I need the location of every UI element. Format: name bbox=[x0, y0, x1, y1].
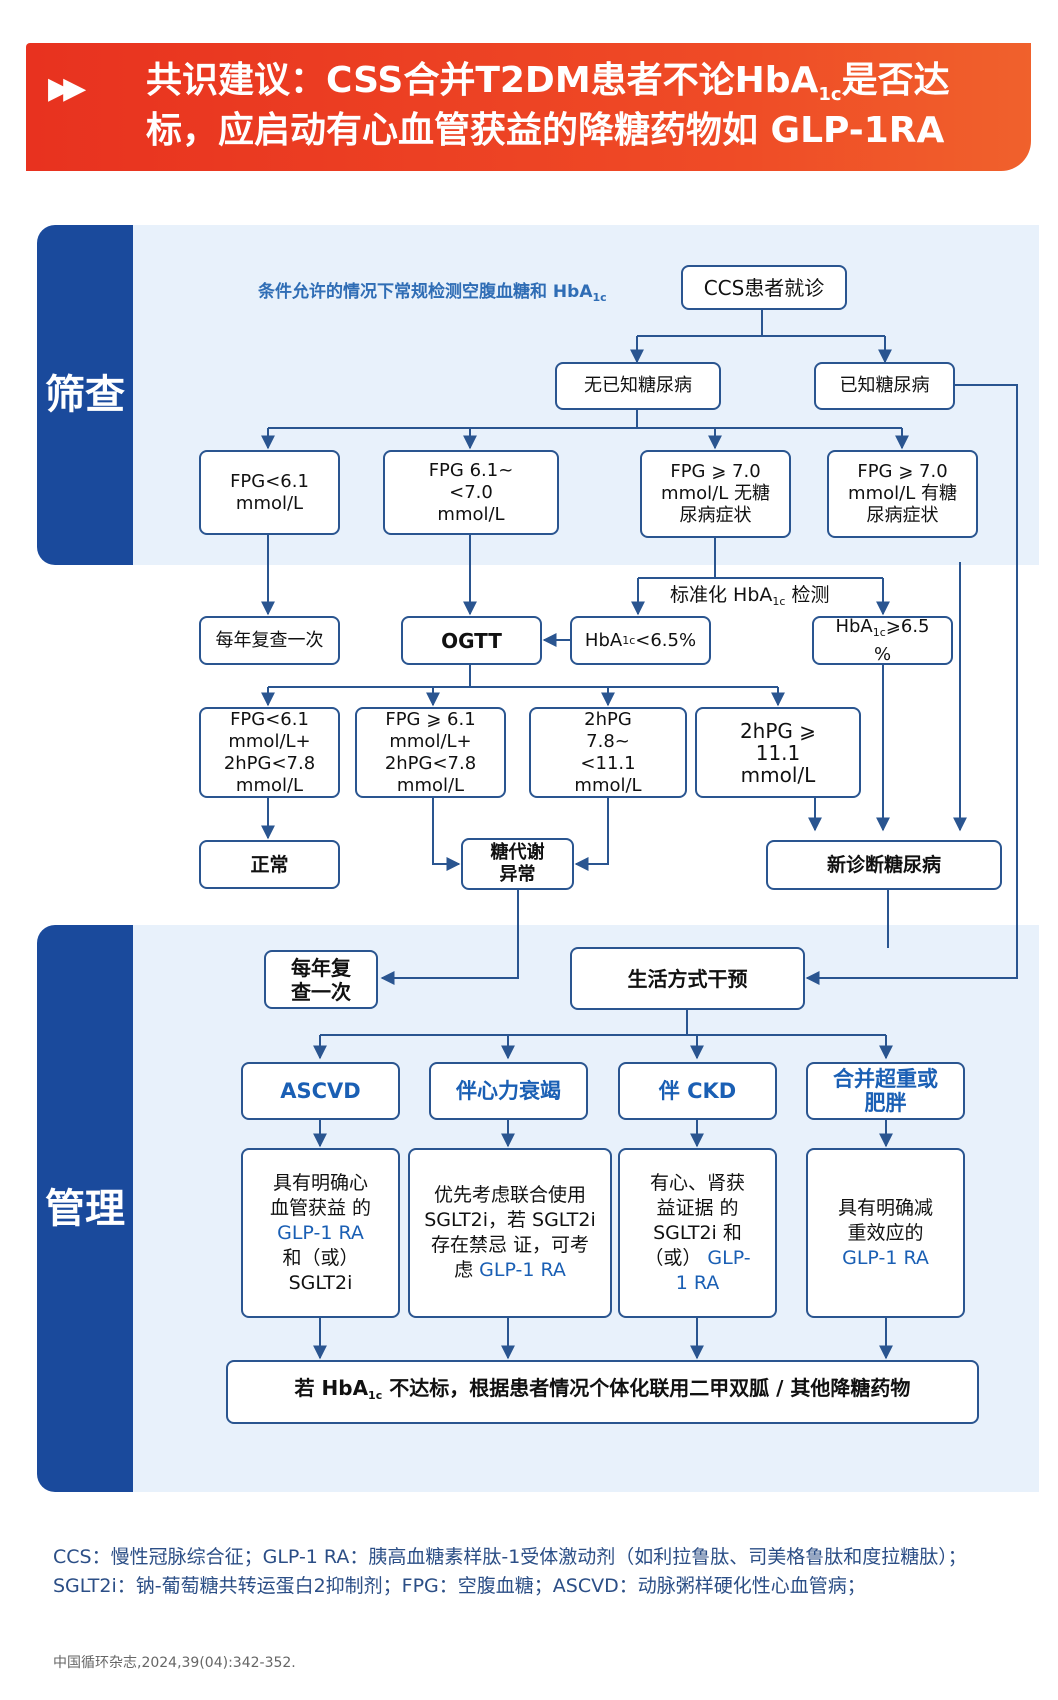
box-metabolic-abnormal: 糖代谢 异常 bbox=[461, 838, 574, 890]
box-hba1c-ge-6-5: HbA1c⩾6.5 % bbox=[812, 616, 953, 665]
box-ogtt-igt: 2hPG 7.8~<11.1 mmol/L bbox=[529, 707, 687, 798]
box-known-dm: 已知糖尿病 bbox=[814, 362, 955, 410]
box-cat-heart-failure: 伴心力衰竭 bbox=[429, 1062, 588, 1120]
box-annual-recheck-management: 每年复 查一次 bbox=[264, 950, 378, 1009]
box-lifestyle: 生活方式干预 bbox=[570, 947, 805, 1010]
header-title-line1: 共识建议：CSS合并T2DM患者不论HbA1c是否达 bbox=[146, 60, 950, 105]
box-fpg-ge-7-symptoms: FPG ⩾ 7.0 mmol/L 有糖尿病症状 bbox=[827, 450, 978, 538]
box-cat-obesity: 合并超重或 肥胖 bbox=[806, 1062, 965, 1120]
box-ogtt-ifg: FPG ⩾ 6.1 mmol/L+ 2hPG<7.8 mmol/L bbox=[355, 707, 506, 798]
box-annual-recheck-screening: 每年复查一次 bbox=[199, 616, 340, 665]
box-normal: 正常 bbox=[199, 840, 340, 889]
box-ogtt-dm: 2hPG ⩾ 11.1 mmol/L bbox=[695, 707, 861, 798]
box-ccs-visit: CCS患者就诊 bbox=[681, 265, 847, 310]
footnote-abbreviations: CCS：慢性冠脉综合征；GLP-1 RA：胰高血糖素样肽-1受体激动剂（如利拉鲁… bbox=[53, 1546, 967, 1597]
section-screening: 筛查 bbox=[37, 225, 133, 565]
box-cat-ckd: 伴 CKD bbox=[618, 1062, 777, 1120]
box-fpg-ge-7-no-symptoms: FPG ⩾ 7.0 mmol/L 无糖尿病症状 bbox=[640, 450, 791, 538]
section-management: 管理 bbox=[37, 925, 133, 1492]
box-ogtt: OGTT bbox=[401, 616, 542, 665]
std-hba1c-label: 标准化 HbA1c 检测 bbox=[670, 584, 830, 608]
box-fpg-lt-6-1: FPG<6.1 mmol/L bbox=[199, 450, 340, 535]
box-rec-ascvd: 具有明确心 血管获益 的 GLP-1 RA 和（或） SGLT2i bbox=[241, 1148, 400, 1318]
box-cat-ascvd: ASCVD bbox=[241, 1062, 400, 1120]
citation: 中国循环杂志,2024,39(04):342-352. bbox=[53, 1655, 296, 1671]
box-rec-ckd: 有心、肾获 益证据 的 SGLT2i 和 （或） GLP-1 RA bbox=[618, 1148, 777, 1318]
box-rec-heart-failure: 优先考虑联合使用 SGLT2i，若 SGLT2i 存在禁忌 证，可考虑 GLP-… bbox=[408, 1148, 612, 1318]
screening-condition-label: 条件允许的情况下常规检测空腹血糖和 HbA1c bbox=[258, 282, 607, 304]
box-new-dm: 新诊断糖尿病 bbox=[766, 840, 1002, 890]
box-no-known-dm: 无已知糖尿病 bbox=[555, 362, 721, 410]
header-title-line2: 标，应启动有心血管获益的降糖药物如 GLP-1RA bbox=[146, 110, 945, 151]
box-ogtt-normal: FPG<6.1 mmol/L+ 2hPG<7.8 mmol/L bbox=[199, 707, 340, 798]
box-final-recommendation: 若 HbA1c 不达标，根据患者情况个体化联用二甲双胍 / 其他降糖药物 bbox=[226, 1360, 979, 1424]
box-rec-obesity: 具有明确减 重效应的 GLP-1 RA bbox=[806, 1148, 965, 1318]
box-fpg-6-1-7-0: FPG 6.1~<7.0 mmol/L bbox=[383, 450, 559, 535]
header-banner: ▶▶ 共识建议：CSS合并T2DM患者不论HbA1c是否达 标，应启动有心血管获… bbox=[26, 43, 1031, 171]
